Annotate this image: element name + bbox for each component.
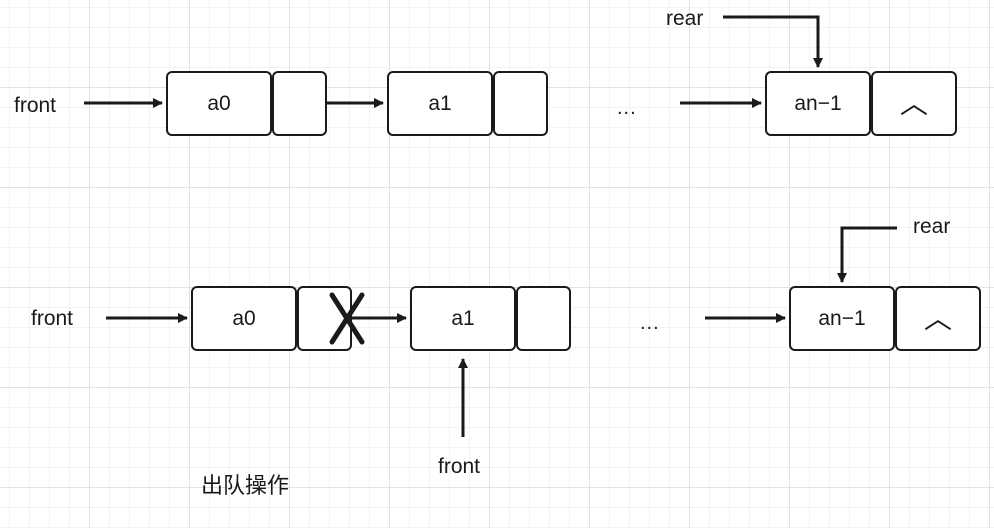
node-a1-data: a1 (387, 71, 493, 136)
node-a1-next (493, 71, 548, 136)
ellipsis: ... (640, 312, 660, 334)
node-a1-data: a1 (410, 286, 516, 351)
rear-label: rear (913, 215, 951, 238)
node-a0-data: a0 (166, 71, 272, 136)
node-an-1-data: an−1 (765, 71, 871, 136)
new-front-label: front (438, 455, 481, 478)
node-a0-next (272, 71, 327, 136)
node-an-1-data: an−1 (789, 286, 895, 351)
rear-arrow (837, 226, 897, 283)
rear-arrow (723, 15, 823, 68)
null-pointer: ︿ (871, 71, 957, 136)
front-label: front (31, 307, 74, 330)
node-a1-next (516, 286, 571, 351)
ellipsis: ... (617, 97, 637, 119)
rear-label: rear (666, 7, 704, 30)
node-a0-data: a0 (191, 286, 297, 351)
front-label: front (14, 94, 57, 117)
node-a0-next (297, 286, 352, 351)
caption-dequeue-operation: 出队操作 (201, 474, 290, 499)
null-pointer: ︿ (895, 286, 981, 351)
